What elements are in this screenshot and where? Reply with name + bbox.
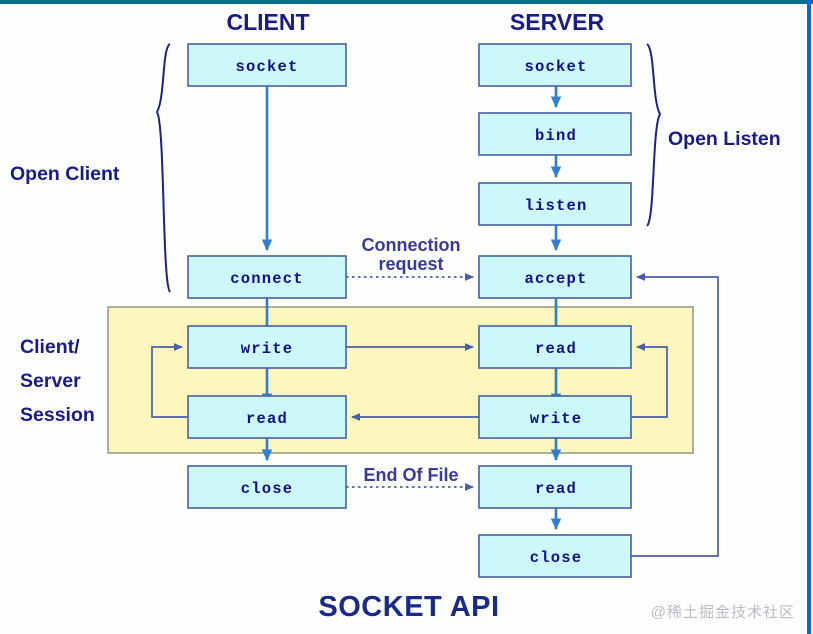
node-client-close-label: close	[241, 480, 294, 498]
brace-open-client	[155, 43, 171, 293]
group-label-session-line-2: Server	[20, 370, 81, 392]
watermark: @稀土掘金技术社区	[650, 604, 795, 621]
node-client-write-label: write	[241, 340, 294, 358]
node-server-bind-label: bind	[535, 127, 577, 145]
node-server-write-label: write	[530, 410, 583, 428]
node-client-read-label: read	[246, 410, 288, 428]
brace-open-listen	[646, 43, 662, 227]
node-client-write[interactable]: write	[187, 325, 347, 369]
node-client-socket[interactable]: socket	[187, 43, 347, 87]
node-server-close-label: close	[530, 549, 583, 567]
node-server-socket[interactable]: socket	[478, 43, 632, 87]
annotation-end-of-file: End Of File	[363, 465, 458, 485]
annotation-connection-request: Connection request	[362, 235, 461, 274]
node-server-socket-label: socket	[524, 58, 587, 76]
group-label-open-client: Open Client	[10, 163, 120, 185]
connector-client-loop-read-to-write	[151, 343, 188, 418]
node-server-listen-label: listen	[524, 197, 587, 215]
column-heading-client: CLIENT	[226, 9, 309, 35]
group-label-open-listen: Open Listen	[668, 128, 781, 150]
node-client-connect-label: connect	[230, 270, 304, 288]
node-server-read-1-label: read	[535, 340, 577, 358]
group-label-session-line-1: Client/	[20, 336, 80, 358]
node-client-close[interactable]: close	[187, 465, 347, 509]
node-server-bind[interactable]: bind	[478, 112, 632, 156]
group-label-session-line-3: Session	[20, 404, 95, 426]
right-edge-bar	[807, 0, 811, 634]
annotation-connection-request-line-1: Connection	[362, 235, 461, 255]
node-client-socket-label: socket	[235, 58, 298, 76]
node-server-read-2-label: read	[535, 480, 577, 498]
annotation-connection-request-line-2: request	[378, 254, 443, 274]
connector-close-to-accept-feedback	[631, 273, 719, 557]
group-label-session: Client/ Server Session	[20, 336, 95, 426]
diagram-title: SOCKET API	[318, 591, 499, 623]
node-server-accept-label: accept	[524, 270, 587, 288]
node-server-listen[interactable]: listen	[478, 182, 632, 226]
column-heading-server: SERVER	[510, 9, 605, 35]
node-client-read[interactable]: read	[187, 395, 347, 439]
node-client-connect[interactable]: connect	[187, 255, 347, 299]
node-server-write[interactable]: write	[478, 395, 632, 439]
node-server-read-2[interactable]: read	[478, 465, 632, 509]
connector-server-loop-write-to-read	[631, 343, 668, 418]
top-edge-bar	[0, 0, 813, 4]
node-server-accept[interactable]: accept	[478, 255, 632, 299]
node-server-read-1[interactable]: read	[478, 325, 632, 369]
node-server-close[interactable]: close	[478, 534, 632, 578]
